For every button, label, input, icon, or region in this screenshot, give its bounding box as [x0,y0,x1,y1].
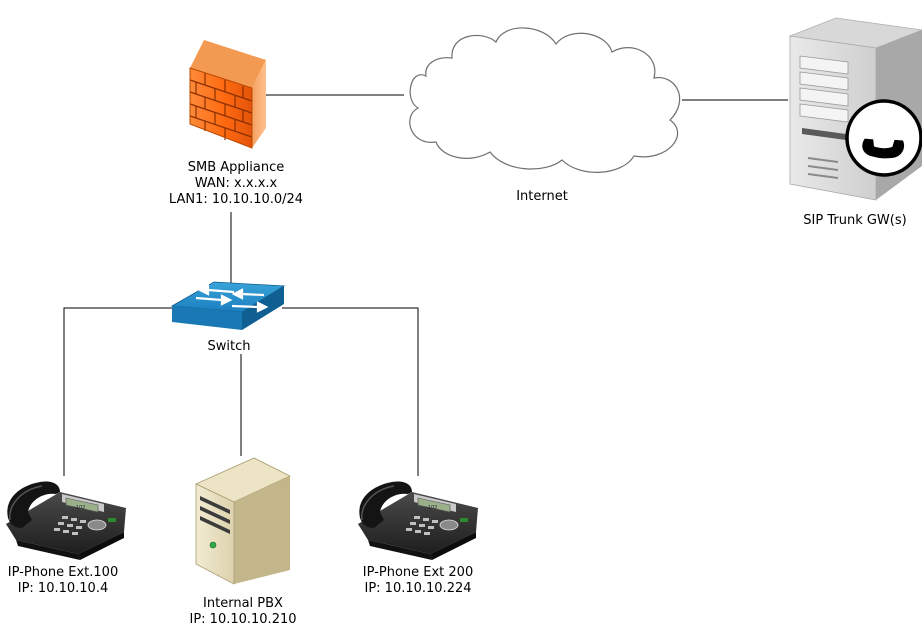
firewall-name: SMB Appliance [187,160,285,175]
sip-gateway-label: SIP Trunk GW(s) [803,213,907,228]
phone-100-name: IP-Phone Ext.100 [7,565,119,580]
phone-screen-text: -102 [74,505,85,511]
link-switch-phone-200 [282,307,419,476]
internet-label: Internet [516,189,568,204]
server-icon [195,457,291,585]
phone-200-label: IP-Phone Ext 200 IP: 10.10.10.224 [363,565,473,597]
switch-label: Switch [207,339,251,354]
firewall-label: SMB Appliance WAN: x.x.x.x LAN1: 10.10.1… [169,160,303,208]
pbx-name: Internal PBX [203,596,283,611]
pbx-ip: IP: 10.10.10.210 [189,612,297,627]
firewall-lan: LAN1: 10.10.10.0/24 [168,192,304,207]
phone-100-label: IP-Phone Ext.100 IP: 10.10.10.4 [8,565,118,597]
phone-100-ip: IP: 10.10.10.4 [17,581,109,596]
network-switch-icon [170,281,286,330]
firewall-wan: WAN: x.x.x.x [194,176,278,191]
ip-phone-icon: -102 [6,481,126,560]
phone-200-name: IP-Phone Ext 200 [362,565,474,580]
link-switch-phone-100 [63,307,172,476]
phone-screen-text: -102 [426,505,437,511]
connection-lines [63,94,788,476]
cloud-icon [409,27,681,173]
pbx-label: Internal PBX IP: 10.10.10.210 [189,596,296,628]
server-phone-icon [788,17,922,201]
phone-200-ip: IP: 10.10.10.224 [364,581,472,596]
firewall-icon [189,40,266,149]
ip-phone-icon: -102 [358,481,478,560]
